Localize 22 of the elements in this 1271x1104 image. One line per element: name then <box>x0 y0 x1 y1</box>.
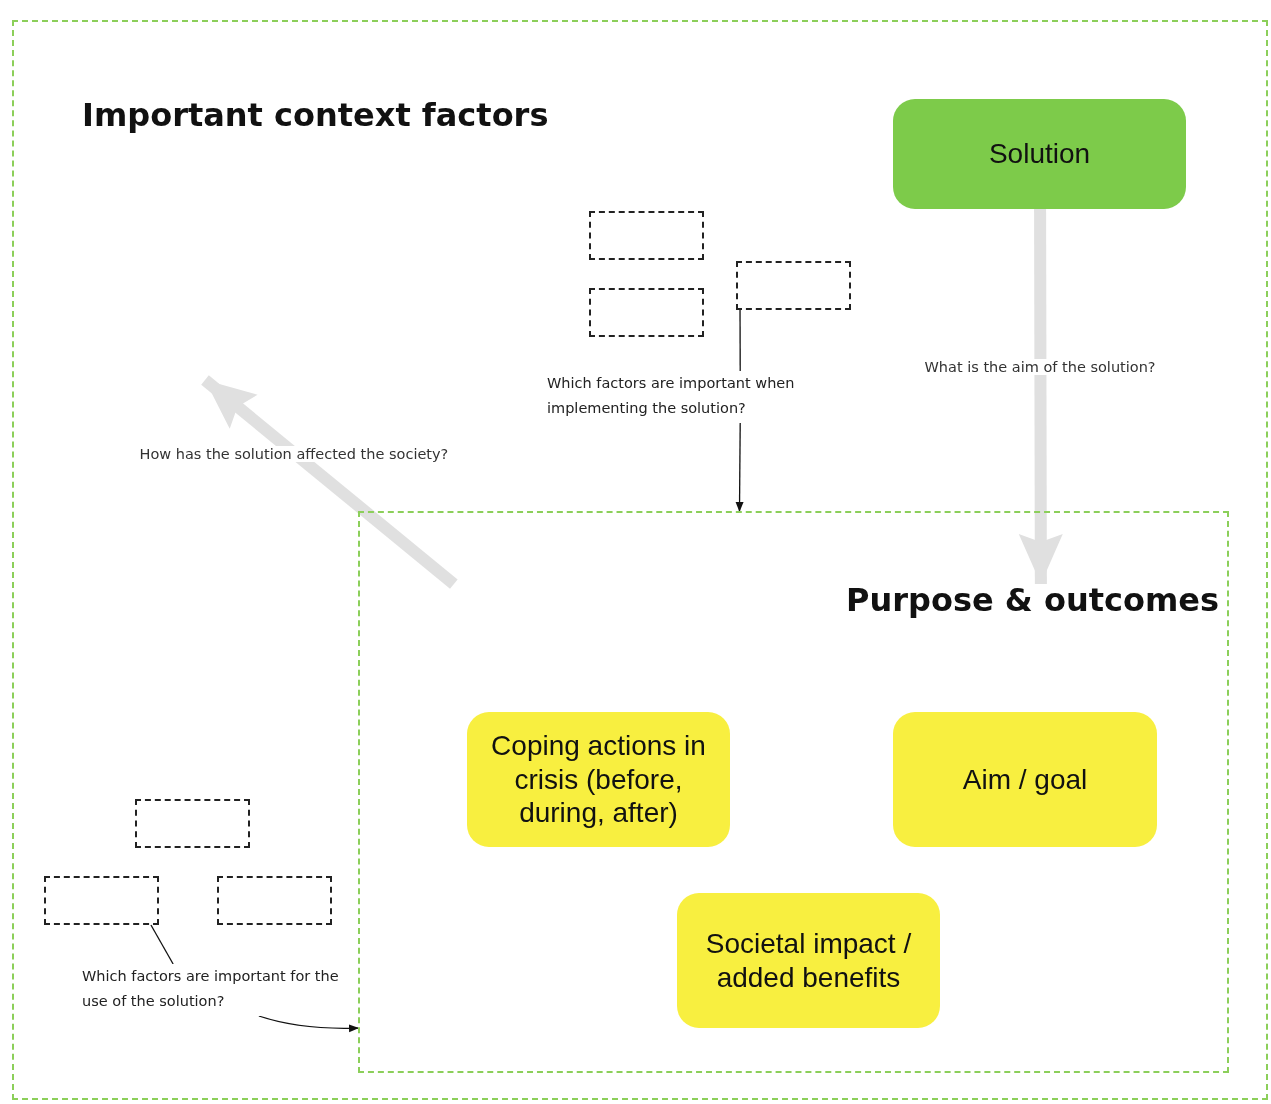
empty-box <box>217 876 332 925</box>
empty-box <box>589 211 704 260</box>
edge-label: What is the aim of the solution? <box>922 359 1158 375</box>
thick-arrow <box>201 375 458 589</box>
group-frame <box>12 20 1268 1100</box>
frame-heading: Important context factors <box>82 96 549 134</box>
thick-arrow <box>1018 209 1063 585</box>
outcome-box: Societal impact / added benefits <box>677 893 940 1028</box>
connector-line <box>150 924 174 965</box>
edge-label: How has the solution affected the society? <box>137 446 451 462</box>
frame-heading: Purpose & outcomes <box>846 581 1219 619</box>
empty-box <box>135 799 250 848</box>
empty-box <box>589 288 704 337</box>
arrow <box>258 1015 359 1033</box>
empty-box <box>736 261 851 310</box>
empty-box <box>44 876 159 925</box>
connector-line <box>739 309 741 372</box>
solution-box: Solution <box>893 99 1186 209</box>
arrow <box>735 422 744 512</box>
outcome-box: Aim / goal <box>893 712 1157 847</box>
group-frame <box>358 511 1229 1073</box>
outcome-box: Coping actions in crisis (before, during, after) <box>467 712 730 847</box>
